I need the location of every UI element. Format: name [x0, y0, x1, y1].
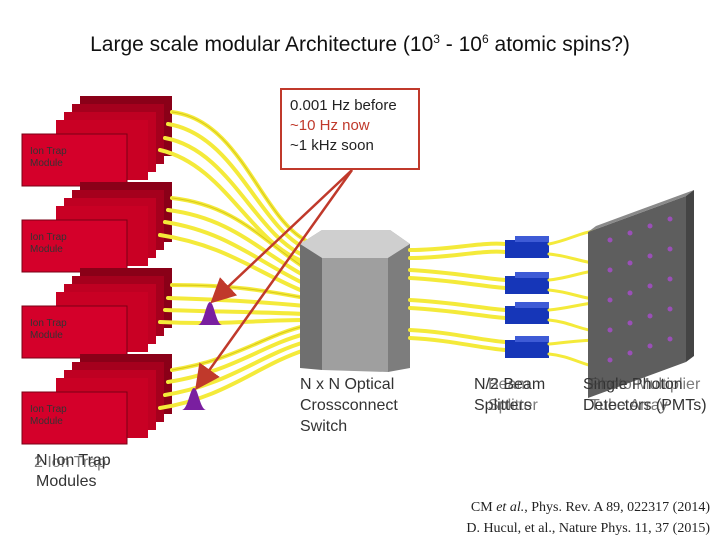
- optical-fibers-middle: [408, 241, 507, 352]
- reference-2: D. Hucul, et al., Nature Phys. 11, 37 (2…: [466, 521, 710, 536]
- splitters-overlap-label: Beam Splitter: [488, 376, 538, 414]
- module-label-3: Ion Trap Module: [30, 318, 67, 341]
- detector-label: Single Photon Detectors (PMTs): [583, 374, 713, 416]
- callout-arrows: [195, 169, 354, 391]
- ion-trap-module-stack-4: [21, 354, 172, 445]
- splitters-label-line-2: Splitters: [474, 397, 532, 414]
- slide-title: Large scale modular Architecture (103 - …: [0, 32, 720, 57]
- ion-trap-module-stack-1: [21, 96, 172, 187]
- photon-pulse-upper: [198, 302, 222, 325]
- title-suffix: atomic spins?): [488, 33, 630, 56]
- reference-1-authors: CM: [470, 500, 497, 515]
- module-label-4: Ion Trap Module: [30, 404, 67, 427]
- title-middle: - 10: [439, 33, 482, 56]
- reference-1-etal: et al.: [496, 500, 525, 515]
- reference-1: CM et al., Phys. Rev. A 89, 022317 (2014…: [466, 497, 710, 518]
- beam-splitter-1: [505, 236, 549, 258]
- detector-array-graphic: [588, 190, 694, 398]
- detector-overlap-label: Photo Multiplier Tube Array: [590, 376, 701, 414]
- switch-label: N x N Optical Crossconnect Switch: [300, 376, 398, 435]
- ion-trap-module-stack-3: [21, 268, 172, 359]
- splitters-label: N/2 Beam Splitters: [474, 374, 554, 416]
- modules-count-line-2: Modules: [36, 473, 97, 490]
- callout-line-2: ~10 Hz now: [290, 117, 370, 134]
- callout-line-1: 0.001 Hz before: [290, 97, 397, 114]
- modules-count-label: N Ion Trap Modules: [36, 450, 136, 492]
- module-label-2: Ion Trap Module: [30, 232, 67, 255]
- beam-splitter-4: [505, 336, 549, 358]
- beam-splitter-3: [505, 302, 549, 324]
- reference-1-rest: , Phys. Rev. A 89, 022317 (2014): [524, 500, 710, 515]
- title-exp1: 3: [433, 32, 440, 46]
- title-prefix: Large scale modular Architecture (10: [90, 33, 434, 56]
- ion-trap-module-stack-2: [21, 182, 172, 273]
- optical-switch-graphic: [300, 230, 410, 372]
- splitters-label-line-1: N/2 Beam: [474, 376, 546, 393]
- detector-label-line-2: Detectors (PMTs): [583, 397, 707, 414]
- title-exp2: 6: [482, 32, 489, 46]
- photon-pulse-lower: [182, 388, 206, 410]
- rate-callout: 0.001 Hz before ~10 Hz now ~1 kHz soon: [280, 88, 420, 170]
- modules-count-overlap-label: 2 Ion Trap: [34, 454, 107, 471]
- callout-line-3: ~1 kHz soon: [290, 137, 374, 154]
- modules-count-line-1: N Ion Trap: [36, 452, 111, 469]
- module-label-1: Ion Trap Module: [30, 146, 67, 169]
- references: CM et al., Phys. Rev. A 89, 022317 (2014…: [466, 497, 710, 539]
- detector-label-line-1: Single Photon: [583, 376, 683, 393]
- beam-splitter-2: [505, 272, 549, 294]
